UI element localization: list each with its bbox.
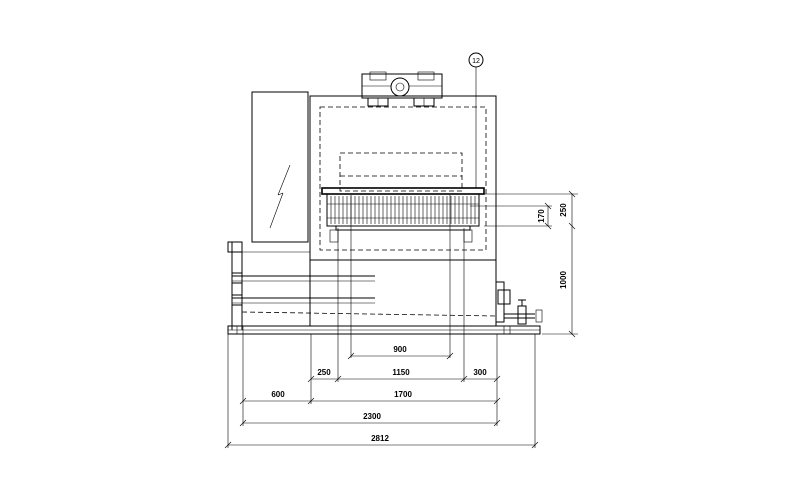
control-cabinet [251, 91, 309, 243]
dimension-1700: 1700 [394, 390, 412, 399]
dimension-300: 300 [473, 368, 487, 377]
callout-label: 12 [472, 58, 480, 65]
dimension-1000: 1000 [559, 271, 568, 289]
vertical-dimensions: 170 250 1000 [470, 190, 578, 338]
callout-12: 12 [468, 52, 484, 188]
dimension-2300: 2300 [363, 412, 381, 421]
dimension-600: 600 [271, 390, 285, 399]
base-frame [227, 241, 541, 335]
drive-motor [361, 71, 443, 107]
dimension-2812: 2812 [371, 434, 389, 443]
dimension-250-vertical: 250 [559, 203, 568, 217]
horizontal-dimensions: 900 250 1150 300 600 1700 2300 2812 [224, 195, 539, 449]
dimension-170: 170 [537, 209, 546, 223]
valve-assembly [495, 281, 543, 325]
heater-bank [321, 187, 485, 243]
dimension-250-horizontal: 250 [317, 368, 331, 377]
heater-tubes [330, 196, 476, 224]
dimension-1150: 1150 [392, 368, 410, 377]
dimension-900: 900 [393, 345, 407, 354]
